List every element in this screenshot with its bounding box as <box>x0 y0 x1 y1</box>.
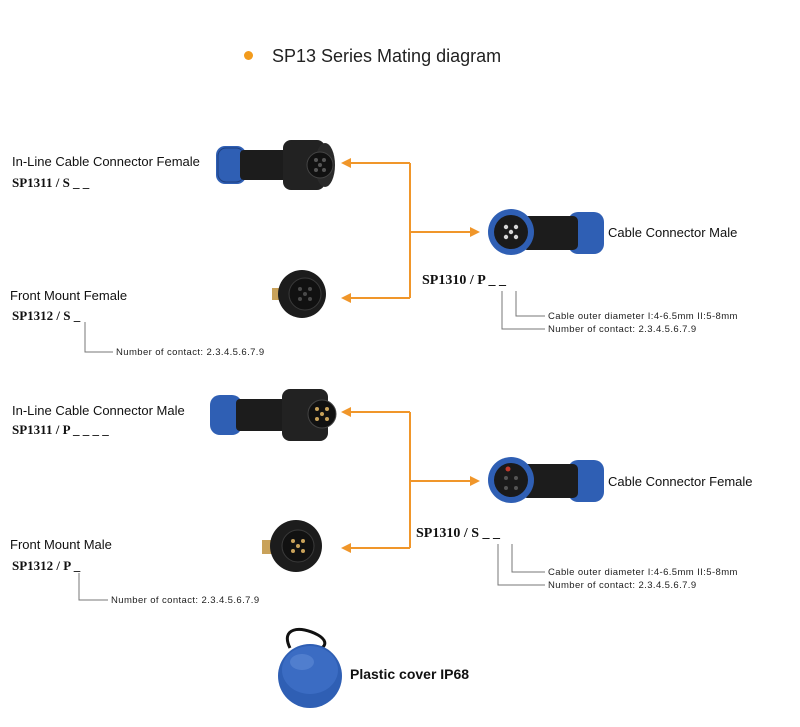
diagram-title: SP13 Series Mating diagram <box>272 46 502 66</box>
cable-female-diameter-note: Cable outer diameter I:4-6.5mm II:5-8mm <box>548 567 738 578</box>
front-male-label-a: Front Mount <box>10 537 81 552</box>
inline-female-code-main: SP1311 / S <box>12 175 70 190</box>
cable-male-connector-image <box>488 209 604 255</box>
cable-male-contacts-note: Number of contact: 2.3.4.5.6.7.9 <box>548 324 697 335</box>
arrow-group-2 <box>341 407 480 553</box>
cable-female-label: Cable Connector Female <box>608 474 753 489</box>
title-bullet <box>244 51 253 60</box>
plastic-cover-label: Plastic cover IP68 <box>350 666 470 682</box>
cable-female-connector-image <box>488 457 604 503</box>
inline-female-connector-image <box>216 140 335 190</box>
cable-female-code-main: SP1310 / S <box>416 526 480 541</box>
cable-female-contacts-note: Number of contact: 2.3.4.5.6.7.9 <box>548 580 697 591</box>
front-male-code-main: SP1312 / P <box>12 558 71 573</box>
inline-female-code-suffix: _ _ <box>73 175 90 190</box>
inline-male-label: In-Line Cable Connector Male <box>12 403 185 418</box>
plastic-cover-image <box>278 627 342 708</box>
cable-male-code: SP1310 / P _ _ <box>422 273 506 289</box>
leader-lines <box>78 291 545 601</box>
front-female-code-suffix: _ <box>73 308 81 323</box>
inline-female-label: In-Line Cable Connector Female <box>12 154 200 169</box>
front-mount-male-image <box>262 520 322 572</box>
inline-male-connector-image <box>210 389 337 441</box>
cable-male-code-main: SP1310 / P <box>422 273 486 288</box>
front-male-label: Front Mount Male <box>10 537 112 552</box>
arrow-group-1 <box>341 158 480 303</box>
cable-male-code-suffix: _ _ <box>488 273 507 288</box>
front-male-label-b: Male <box>83 537 112 552</box>
front-female-label-b: Female <box>83 288 128 303</box>
front-female-label: Front Mount Female <box>10 288 127 303</box>
cable-female-code: SP1310 / S _ _ <box>416 526 500 542</box>
front-mount-female-image <box>272 270 326 318</box>
front-male-code: SP1312 / P _ <box>12 558 80 574</box>
inline-female-code: SP1311 / S _ _ <box>12 175 89 191</box>
cable-female-code-suffix: _ _ <box>482 526 501 541</box>
front-female-code-main: SP1312 / S <box>12 308 71 323</box>
front-male-note: Number of contact: 2.3.4.5.6.7.9 <box>111 595 260 606</box>
cable-male-label: Cable Connector Male <box>608 225 738 240</box>
inline-male-code-main: SP1311 / P <box>12 422 70 437</box>
front-male-code-suffix: _ <box>73 558 81 573</box>
front-female-label-a: Front Mount <box>10 288 81 303</box>
cable-male-diameter-note: Cable outer diameter I:4-6.5mm II:5-8mm <box>548 311 738 322</box>
inline-male-code-suffix: _ _ _ _ <box>73 422 109 437</box>
front-female-code: SP1312 / S _ <box>12 308 80 324</box>
front-female-note: Number of contact: 2.3.4.5.6.7.9 <box>116 347 265 358</box>
inline-male-code: SP1311 / P _ _ _ _ <box>12 422 109 438</box>
